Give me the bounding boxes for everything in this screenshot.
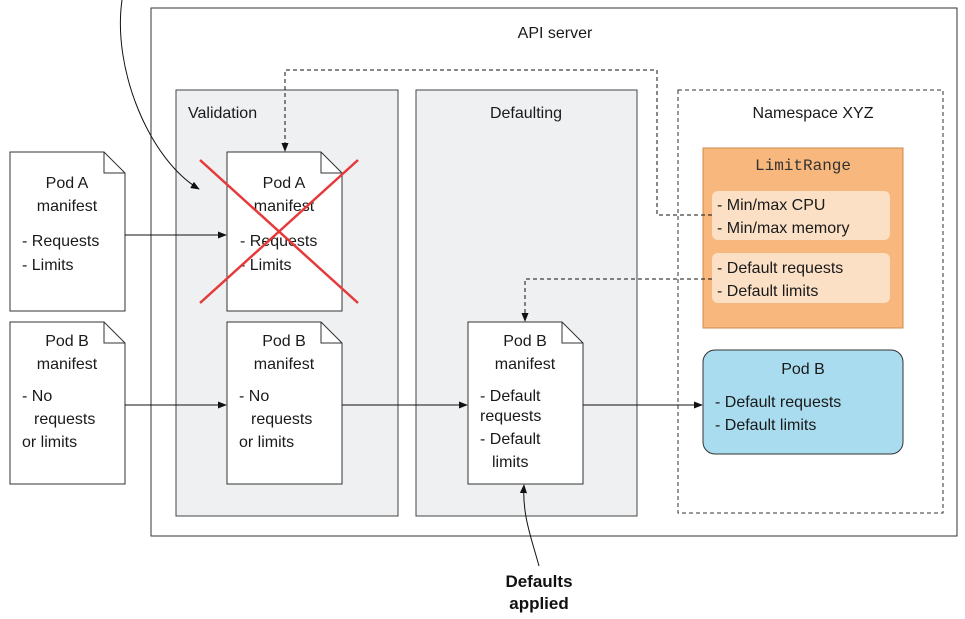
pod-a-validation-line1: - Requests	[240, 233, 317, 250]
arrow-defaults-applied	[519, 484, 540, 567]
pod-a-validation-line2: - Limits	[240, 257, 292, 274]
limitrange-minmax-box	[712, 191, 890, 240]
pod-a-input-title1: Pod A	[46, 175, 89, 192]
limitrange-defaults-line2: - Default limits	[717, 283, 818, 300]
defaults-applied-line1: Defaults	[505, 572, 572, 591]
pod-b-validation-title2: manifest	[254, 356, 315, 373]
namespace-label: Namespace XYZ	[753, 105, 874, 122]
pod-a-validation-manifest: Pod A manifest - Requests - Limits	[226, 151, 343, 312]
pod-a-validation-title2: manifest	[254, 198, 315, 215]
pod-b-result-box: Pod B - Default requests - Default limit…	[702, 349, 904, 455]
pod-b-validation-title1: Pod B	[262, 333, 306, 350]
dashed-arrow-minmax-to-validation	[281, 69, 712, 216]
pod-b-input-line1: - No	[22, 388, 52, 405]
pod-b-validation-line2: requests	[251, 411, 312, 428]
pod-b-result-line1: - Default requests	[715, 394, 841, 411]
validation-label: Validation	[188, 105, 257, 122]
limitrange-minmax-line1: - Min/max CPU	[717, 197, 825, 214]
pod-b-defaulting-title2: manifest	[495, 356, 556, 373]
pod-b-defaulting-line1: - Default	[480, 388, 541, 405]
rejected-cross-icon	[199, 159, 359, 304]
pod-a-input-title2: manifest	[37, 198, 98, 215]
limitrange-defaults-box	[712, 253, 890, 303]
pod-b-input-line2: requests	[34, 411, 95, 428]
pod-b-input-manifest: Pod B manifest - No requests or limits	[9, 321, 126, 485]
pod-b-defaulting-title1: Pod B	[503, 333, 547, 350]
pod-a-validation-title1: Pod A	[263, 175, 306, 192]
pod-b-defaulting-line2: requests	[480, 408, 541, 425]
pod-b-result-title: Pod B	[781, 361, 825, 378]
pod-a-input-line1: - Requests	[22, 233, 99, 250]
defaults-applied-line2: applied	[509, 594, 569, 613]
limitrange-box: LimitRange - Min/max CPU - Min/max memor…	[702, 147, 904, 329]
pod-b-input-title1: Pod B	[45, 333, 89, 350]
pod-a-input-line2: - Limits	[22, 257, 74, 274]
defaulting-stage	[415, 89, 638, 517]
pod-b-defaulting-line4: limits	[492, 454, 528, 471]
pod-b-validation-line3: or limits	[239, 434, 294, 451]
limitrange-title: LimitRange	[755, 157, 851, 175]
pod-b-input-title2: manifest	[37, 356, 98, 373]
pod-b-input-line3: or limits	[22, 434, 77, 451]
limitrange-defaults-line1: - Default requests	[717, 260, 843, 277]
pod-b-validation-manifest: Pod B manifest - No requests or limits	[226, 321, 343, 485]
pod-b-result-line2: - Default limits	[715, 417, 816, 434]
limitrange-minmax-line2: - Min/max memory	[717, 220, 849, 237]
api-server-label: API server	[518, 25, 593, 42]
pod-b-defaulting-line3: - Default	[480, 431, 541, 448]
defaulting-label: Defaulting	[490, 105, 562, 122]
pod-b-validation-line1: - No	[239, 388, 269, 405]
arrow-curve-top	[119, 0, 200, 190]
pod-a-input-manifest: Pod A manifest - Requests - Limits	[9, 151, 126, 312]
pod-b-defaulting-manifest: Pod B manifest - Default requests - Defa…	[467, 321, 584, 485]
